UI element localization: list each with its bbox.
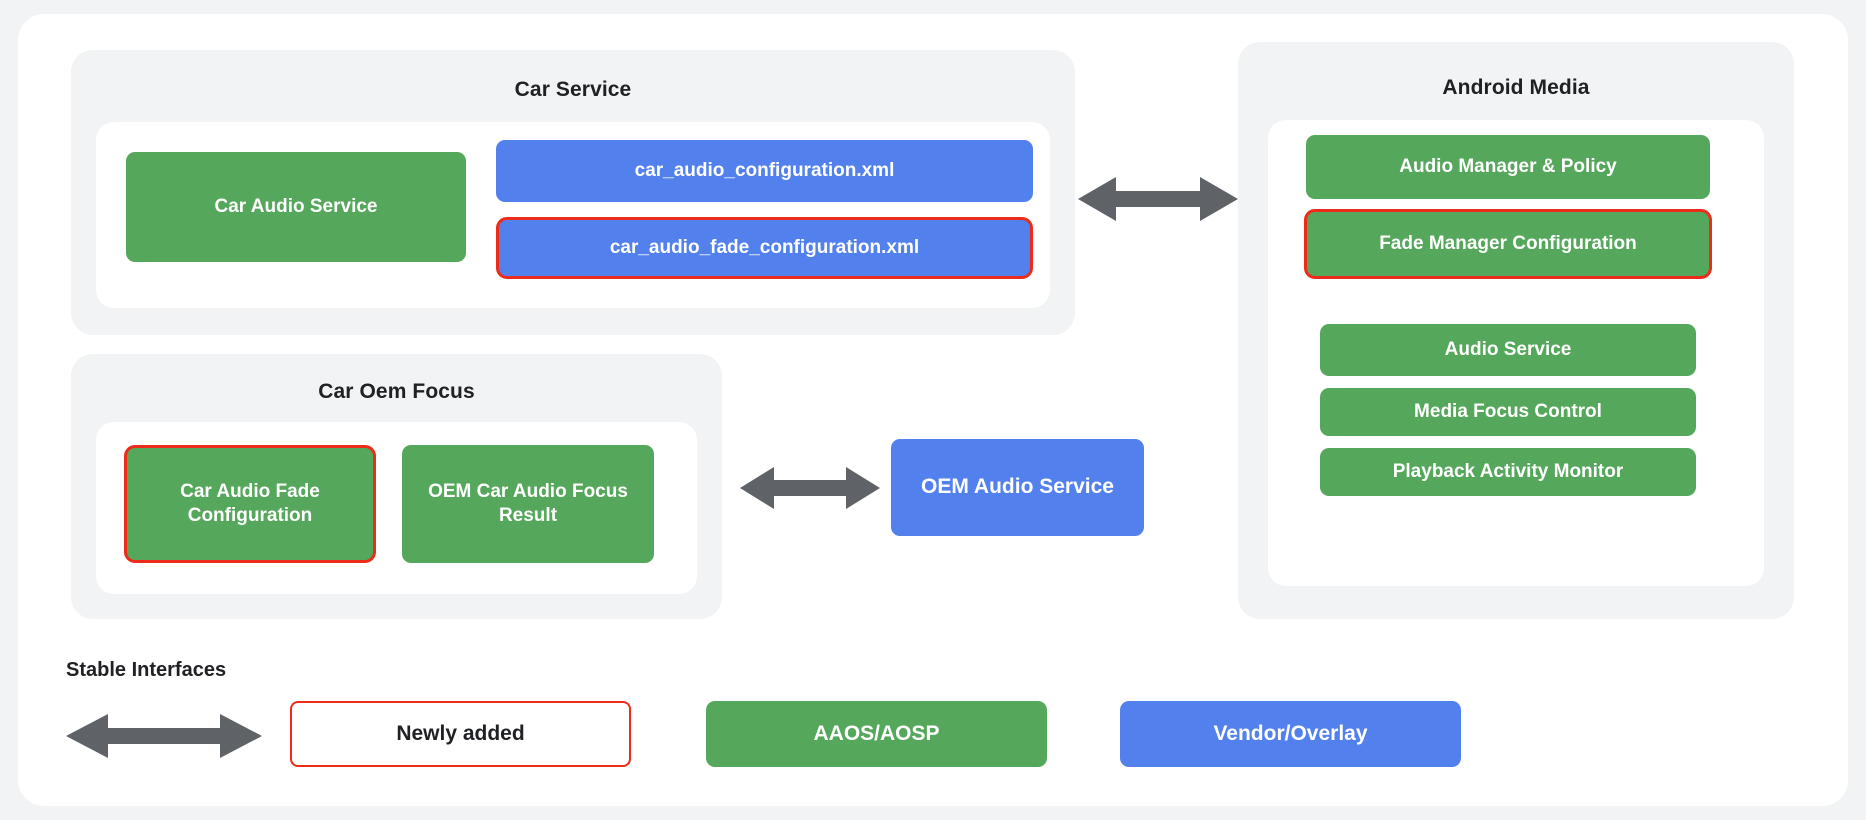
legend-item-vendor-overlay[interactable]: Vendor/Overlay bbox=[1120, 701, 1461, 767]
legend-item-aaos-aosp[interactable]: AAOS/AOSP bbox=[706, 701, 1047, 767]
group-android-media-inner: Audio Manager & Policy Fade Manager Conf… bbox=[1268, 120, 1764, 586]
connector-car-service-to-android-media bbox=[1078, 177, 1238, 221]
group-car-oem-focus: Car Oem Focus Car Audio Fade Configurati… bbox=[71, 354, 722, 619]
legend-stable-interfaces-label: Stable Interfaces bbox=[66, 659, 227, 681]
connector-car-oem-focus-to-oem-audio-service bbox=[740, 467, 880, 509]
group-car-oem-focus-inner: Car Audio Fade Configuration OEM Car Aud… bbox=[96, 422, 697, 594]
node-audio-manager-policy[interactable]: Audio Manager & Policy bbox=[1306, 135, 1710, 199]
group-car-oem-focus-title: Car Oem Focus bbox=[318, 380, 475, 403]
node-oem-audio-service[interactable]: OEM Audio Service bbox=[891, 439, 1144, 536]
node-playback-activity-monitor[interactable]: Playback Activity Monitor bbox=[1320, 448, 1696, 496]
group-car-service: Car Service Car Audio Service car_audio_… bbox=[71, 50, 1075, 335]
node-car-audio-fade-configuration-xml[interactable]: car_audio_fade_configuration.xml bbox=[496, 217, 1033, 279]
group-car-service-inner: Car Audio Service car_audio_configuratio… bbox=[96, 122, 1050, 308]
group-android-media: Android Media Audio Manager & Policy Fad… bbox=[1238, 42, 1794, 619]
node-audio-service[interactable]: Audio Service bbox=[1320, 324, 1696, 376]
node-car-audio-configuration-xml[interactable]: car_audio_configuration.xml bbox=[496, 140, 1033, 202]
group-android-media-title: Android Media bbox=[1442, 76, 1590, 99]
node-fade-manager-configuration[interactable]: Fade Manager Configuration bbox=[1304, 209, 1712, 279]
legend-item-newly-added[interactable]: Newly added bbox=[290, 701, 631, 767]
node-car-audio-service[interactable]: Car Audio Service bbox=[126, 152, 466, 262]
node-media-focus-control[interactable]: Media Focus Control bbox=[1320, 388, 1696, 436]
node-car-audio-fade-configuration[interactable]: Car Audio Fade Configuration bbox=[124, 445, 376, 563]
group-car-service-title: Car Service bbox=[514, 78, 632, 101]
node-oem-car-audio-focus-result[interactable]: OEM Car Audio Focus Result bbox=[402, 445, 654, 563]
double-arrow-icon bbox=[66, 714, 262, 758]
main-card: Car Service Car Audio Service car_audio_… bbox=[18, 14, 1848, 806]
